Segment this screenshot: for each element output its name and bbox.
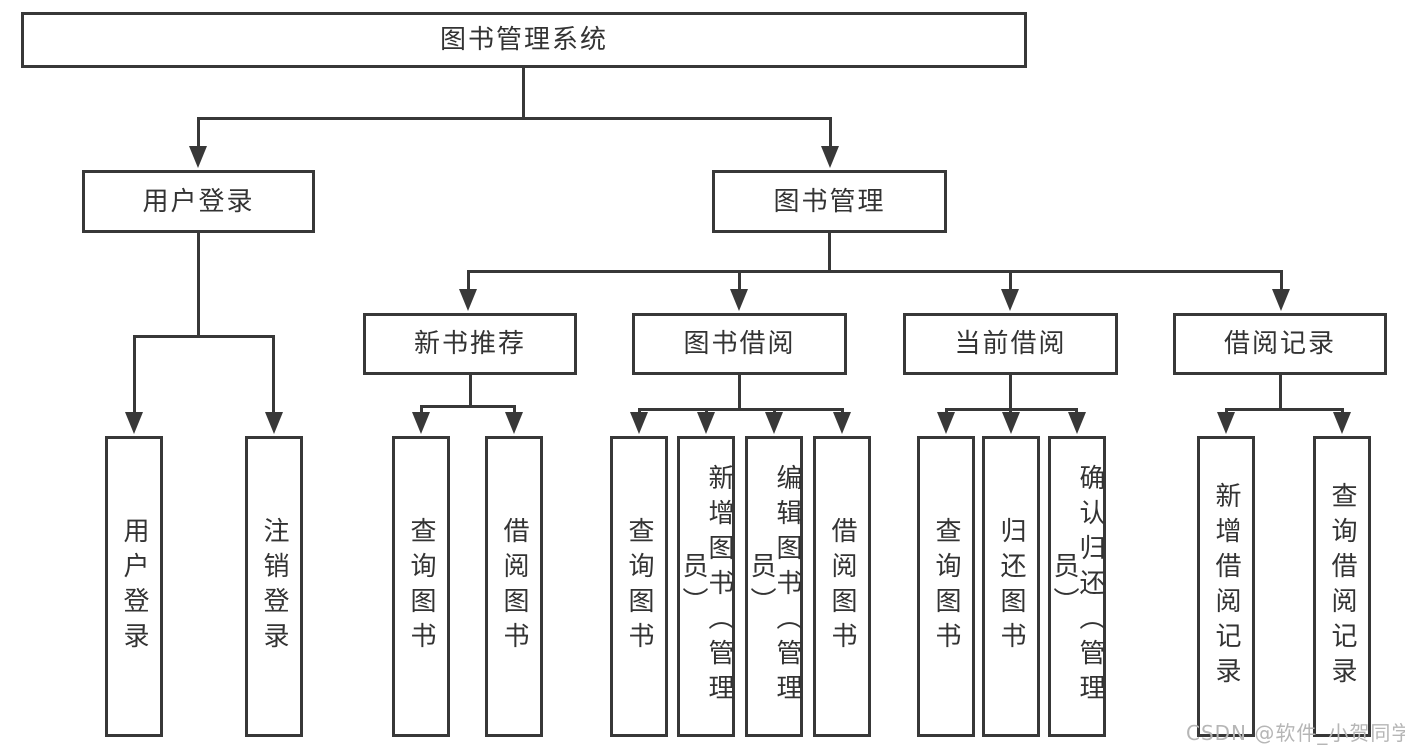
csdn-watermark: CSDN @软件_小贺同学 xyxy=(1186,721,1405,745)
node-new-book-recommend: 新书推荐 xyxy=(363,313,577,375)
arrow-down-group xyxy=(459,289,477,311)
arrow-down-leaf xyxy=(125,412,143,434)
leaf-borrow-books-borrowing-label: 借阅图书 xyxy=(827,516,857,657)
arrow-down-leaf xyxy=(412,412,430,434)
leaf-user-login-label: 用户登录 xyxy=(119,516,149,657)
connector-leaf-stem xyxy=(1341,408,1344,415)
node-user-login-label: 用户登录 xyxy=(142,186,255,217)
connector-leaf-stem xyxy=(1225,408,1228,415)
leaf-query-borrow-record: 查询借阅记录 xyxy=(1313,436,1371,737)
node-root: 图书管理系统 xyxy=(21,12,1027,68)
connector-leaf-stem xyxy=(705,408,708,415)
leaf-logout: 注销登录 xyxy=(245,436,303,737)
arrow-down-leaf xyxy=(505,412,523,434)
connector-leaf-stem xyxy=(272,335,275,415)
connector-user-login-down xyxy=(197,233,200,338)
leaf-confirm-return-admin: 确认归还（管理员） xyxy=(1048,436,1106,737)
connector-leaf-rail xyxy=(638,408,843,411)
leaf-user-login: 用户登录 xyxy=(105,436,163,737)
arrow-down-leaf xyxy=(1217,412,1235,434)
leaf-query-borrow-record-label: 查询借阅记录 xyxy=(1327,481,1357,692)
arrow-down-leaf xyxy=(937,412,955,434)
connector-leaf-stem xyxy=(133,335,136,415)
connector-group-down xyxy=(469,375,472,408)
connector-leaf-stem xyxy=(773,408,776,415)
leaf-query-books-recommend: 查询图书 xyxy=(392,436,450,737)
arrow-down-leaf xyxy=(1068,412,1086,434)
leaf-borrow-books-recommend-label: 借阅图书 xyxy=(499,516,529,657)
arrow-down-user-login xyxy=(189,146,207,168)
node-book-borrowing-label: 图书借阅 xyxy=(683,329,796,359)
node-book-management: 图书管理 xyxy=(712,170,947,233)
leaf-edit-book-admin-label: 编辑图书（管理员） xyxy=(746,464,802,709)
arrow-down-leaf xyxy=(765,412,783,434)
connector-level1-rail xyxy=(197,117,832,120)
leaf-return-books-label: 归还图书 xyxy=(996,516,1026,657)
connector-user-login-stem xyxy=(197,117,200,150)
leaf-return-books: 归还图书 xyxy=(982,436,1040,737)
leaf-query-books-recommend-label: 查询图书 xyxy=(406,516,436,657)
connector-group-down xyxy=(1279,375,1282,411)
connector-group-down xyxy=(1009,375,1012,411)
node-borrowing-records: 借阅记录 xyxy=(1173,313,1387,375)
leaf-borrow-books-borrowing: 借阅图书 xyxy=(813,436,871,737)
connector-group-stem xyxy=(738,270,741,292)
node-borrowing-records-label: 借阅记录 xyxy=(1223,329,1336,359)
leaf-logout-label: 注销登录 xyxy=(259,516,289,657)
connector-group-stem xyxy=(1280,270,1283,292)
connector-leaf-stem xyxy=(420,405,423,415)
arrow-down-book-mgmt xyxy=(821,146,839,168)
node-new-book-recommend-label: 新书推荐 xyxy=(413,329,526,359)
arrow-down-group xyxy=(730,289,748,311)
leaf-add-borrow-record: 新增借阅记录 xyxy=(1197,436,1255,737)
arrow-down-leaf xyxy=(265,412,283,434)
arrow-down-leaf xyxy=(630,412,648,434)
leaf-add-book-admin: 新增图书（管理员） xyxy=(677,436,735,737)
connector-group-stem xyxy=(1009,270,1012,292)
node-user-login: 用户登录 xyxy=(82,170,315,233)
node-current-borrowing-label: 当前借阅 xyxy=(954,329,1067,359)
connector-leaf-stem xyxy=(513,405,516,415)
node-root-label: 图书管理系统 xyxy=(439,25,608,55)
connector-book-mgmt-stem xyxy=(829,117,832,150)
connector-leaf-stem xyxy=(841,408,844,415)
leaf-add-borrow-record-label: 新增借阅记录 xyxy=(1211,481,1241,692)
connector-leaf-stem xyxy=(638,408,641,415)
leaf-query-books-current: 查询图书 xyxy=(917,436,975,737)
connector-user-login-rail xyxy=(133,335,275,338)
arrow-down-leaf xyxy=(1002,412,1020,434)
arrow-down-leaf xyxy=(697,412,715,434)
leaf-edit-book-admin: 编辑图书（管理员） xyxy=(745,436,803,737)
leaf-query-books-borrowing: 查询图书 xyxy=(610,436,668,737)
node-book-management-label: 图书管理 xyxy=(773,186,886,217)
arrow-down-group xyxy=(1272,289,1290,311)
connector-group-down xyxy=(738,375,741,411)
connector-leaf-rail xyxy=(420,405,516,408)
leaf-borrow-books-recommend: 借阅图书 xyxy=(485,436,543,737)
connector-group-stem xyxy=(467,270,470,292)
leaf-query-books-borrowing-label: 查询图书 xyxy=(624,516,654,657)
connector-leaf-stem xyxy=(1075,408,1078,415)
connector-root-stem xyxy=(522,68,525,118)
leaf-add-book-admin-label: 新增图书（管理员） xyxy=(678,464,734,709)
connector-leaf-stem xyxy=(1009,408,1012,415)
arrow-down-leaf xyxy=(1333,412,1351,434)
connector-leaf-stem xyxy=(945,408,948,415)
arrow-down-leaf xyxy=(833,412,851,434)
connector-level2-rail xyxy=(467,270,1283,273)
leaf-confirm-return-admin-label: 确认归还（管理员） xyxy=(1049,464,1105,709)
connector-book-mgmt-down xyxy=(828,233,831,273)
connector-leaf-rail xyxy=(1225,408,1343,411)
leaf-query-books-current-label: 查询图书 xyxy=(931,516,961,657)
arrow-down-group xyxy=(1001,289,1019,311)
node-book-borrowing: 图书借阅 xyxy=(632,313,847,375)
node-current-borrowing: 当前借阅 xyxy=(903,313,1118,375)
